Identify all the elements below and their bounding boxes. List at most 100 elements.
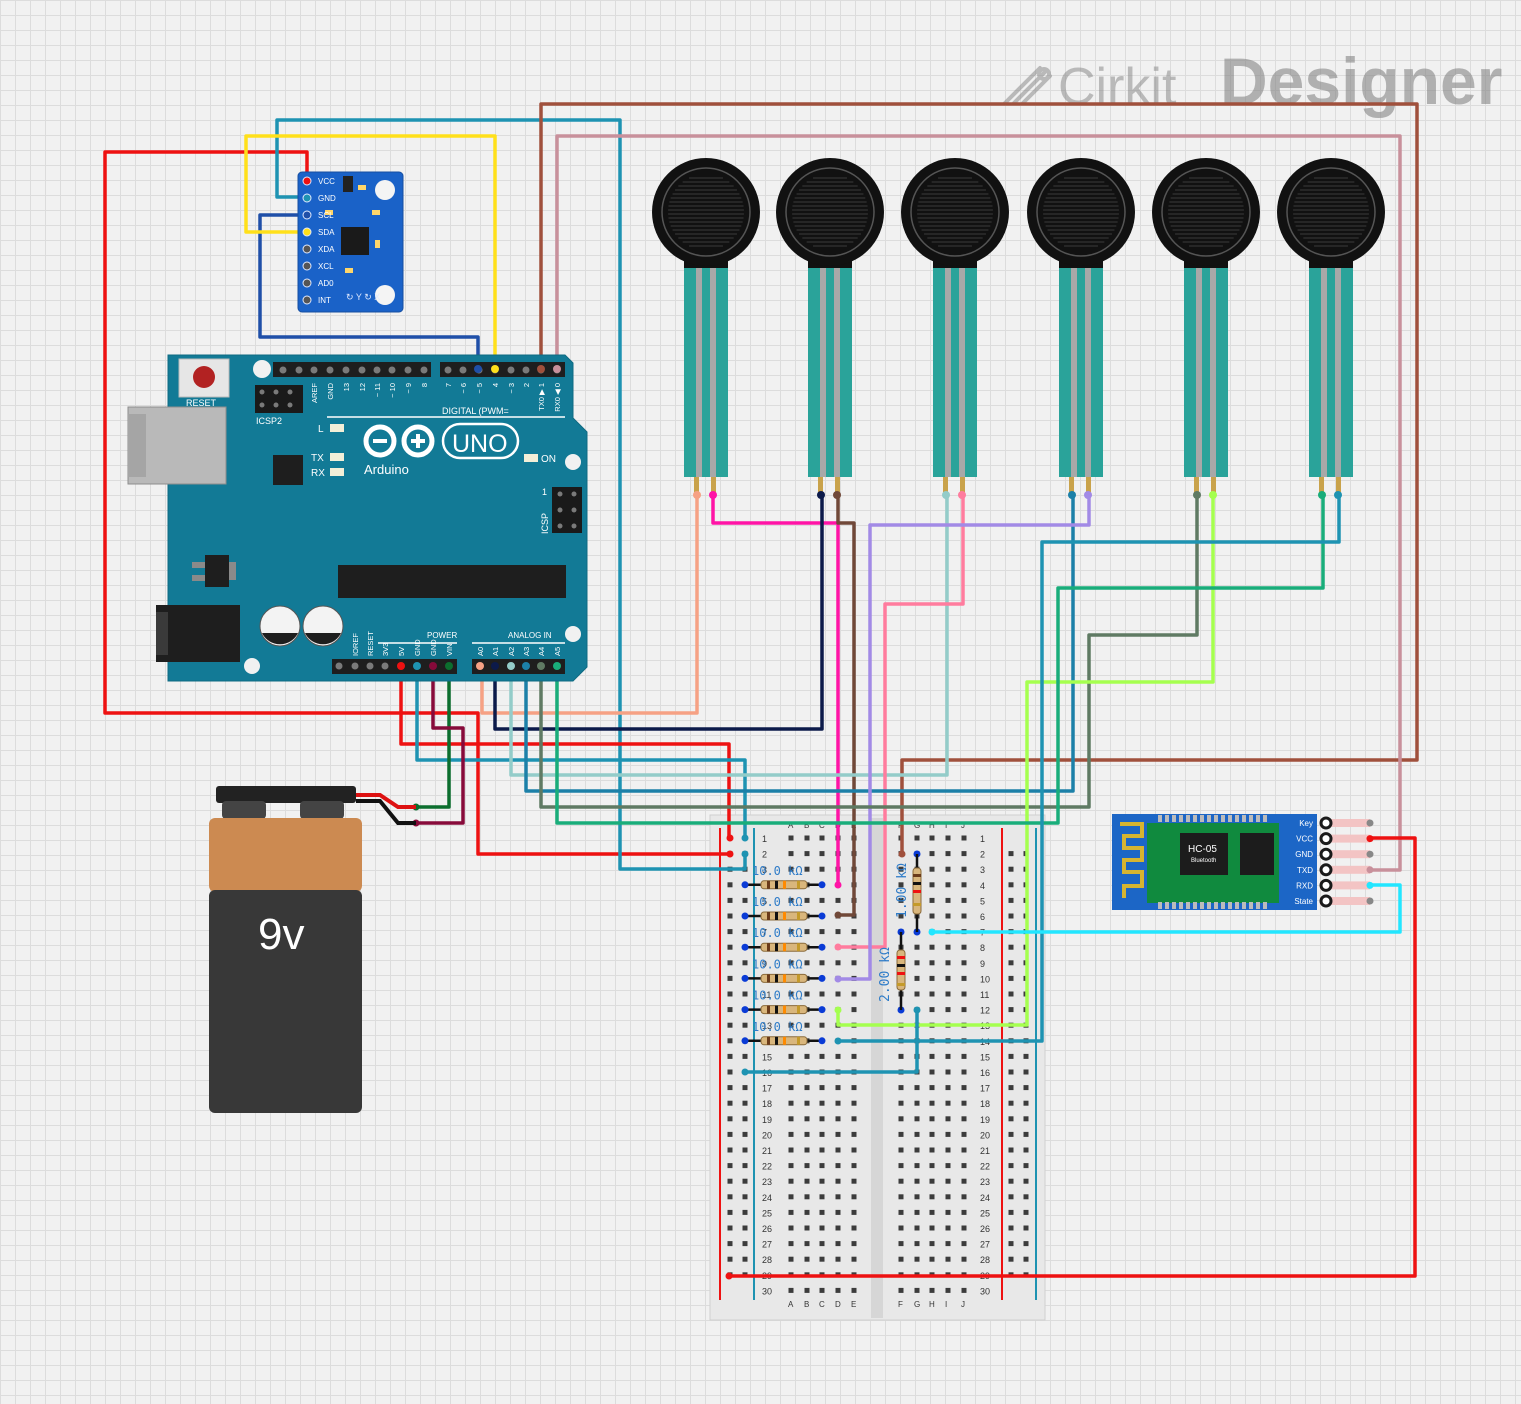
wire-fsr2-a[interactable]: [493, 493, 824, 731]
breadboard-hole[interactable]: [788, 1085, 794, 1091]
breadboard-hole[interactable]: [804, 1194, 810, 1200]
breadboard-hole[interactable]: [788, 1022, 794, 1028]
breadboard-hole[interactable]: [914, 1209, 920, 1215]
wire-hc05-rxd[interactable]: [930, 883, 1402, 934]
breadboard-hole[interactable]: [914, 1163, 920, 1169]
breadboard-hole[interactable]: [914, 1116, 920, 1122]
force-sensor[interactable]: [1277, 158, 1385, 499]
breadboard-hole[interactable]: [804, 851, 810, 857]
breadboard-hole[interactable]: [929, 913, 935, 919]
breadboard-hole[interactable]: [898, 1131, 904, 1137]
breadboard-hole[interactable]: [819, 1287, 825, 1293]
breadboard-hole[interactable]: [788, 929, 794, 935]
breadboard-hole[interactable]: [945, 1163, 951, 1169]
rail-hole[interactable]: [742, 960, 748, 966]
rail-hole[interactable]: [1008, 944, 1014, 950]
breadboard-hole[interactable]: [961, 1100, 967, 1106]
rail-hole[interactable]: [727, 1256, 733, 1262]
mpu-pin[interactable]: [302, 210, 312, 220]
breadboard-hole[interactable]: [851, 1007, 857, 1013]
breadboard-hole[interactable]: [929, 991, 935, 997]
mpu-pin[interactable]: [302, 261, 312, 271]
rail-hole[interactable]: [742, 1131, 748, 1137]
breadboard-hole[interactable]: [804, 1116, 810, 1122]
rail-hole[interactable]: [1008, 897, 1014, 903]
breadboard-hole[interactable]: [835, 1241, 841, 1247]
rail-hole[interactable]: [1008, 1147, 1014, 1153]
breadboard-hole[interactable]: [835, 1053, 841, 1059]
hc05-pin[interactable]: [1366, 850, 1374, 858]
rail-hole[interactable]: [1023, 1241, 1029, 1247]
breadboard-hole[interactable]: [898, 1147, 904, 1153]
breadboard-hole[interactable]: [788, 1287, 794, 1293]
header-pin[interactable]: [507, 366, 515, 374]
rail-hole[interactable]: [1008, 1163, 1014, 1169]
rail-hole[interactable]: [1008, 882, 1014, 888]
breadboard-hole[interactable]: [819, 1022, 825, 1028]
breadboard-hole[interactable]: [835, 960, 841, 966]
breadboard-hole[interactable]: [788, 991, 794, 997]
header-pin[interactable]: [404, 366, 412, 374]
header-pin[interactable]: [358, 366, 366, 374]
breadboard-hole[interactable]: [929, 1085, 935, 1091]
rail-hole[interactable]: [1008, 1053, 1014, 1059]
analog-pin[interactable]: [522, 662, 530, 670]
breadboard-hole[interactable]: [788, 1147, 794, 1153]
breadboard-hole[interactable]: [961, 913, 967, 919]
rail-hole[interactable]: [1008, 991, 1014, 997]
breadboard-hole[interactable]: [804, 929, 810, 935]
rail-hole[interactable]: [727, 1178, 733, 1184]
wire-mpu-gnd[interactable]: [275, 118, 747, 871]
breadboard-hole[interactable]: [835, 1163, 841, 1169]
breadboard-hole[interactable]: [804, 1085, 810, 1091]
breadboard-hole[interactable]: [914, 1287, 920, 1293]
header-pin[interactable]: [342, 366, 350, 374]
rail-hole[interactable]: [1023, 1100, 1029, 1106]
rail-hole[interactable]: [727, 1069, 733, 1075]
breadboard-hole[interactable]: [819, 835, 825, 841]
rail-hole[interactable]: [1008, 851, 1014, 857]
battery-9v[interactable]: 9v: [209, 786, 416, 1113]
rail-hole[interactable]: [742, 1053, 748, 1059]
rail-hole[interactable]: [742, 1194, 748, 1200]
breadboard-hole[interactable]: [898, 882, 904, 888]
breadboard-hole[interactable]: [961, 1163, 967, 1169]
breadboard-hole[interactable]: [898, 1178, 904, 1184]
rail-hole[interactable]: [727, 1100, 733, 1106]
rail-hole[interactable]: [727, 1209, 733, 1215]
wire-fsr4-a[interactable]: [524, 493, 1075, 793]
breadboard-hole[interactable]: [898, 1100, 904, 1106]
breadboard-hole[interactable]: [929, 1053, 935, 1059]
rail-hole[interactable]: [727, 991, 733, 997]
breadboard-hole[interactable]: [945, 913, 951, 919]
breadboard-hole[interactable]: [961, 1147, 967, 1153]
breadboard-hole[interactable]: [914, 975, 920, 981]
breadboard-hole[interactable]: [961, 835, 967, 841]
rail-hole[interactable]: [727, 1241, 733, 1247]
breadboard-hole[interactable]: [961, 960, 967, 966]
breadboard-hole[interactable]: [961, 1194, 967, 1200]
hc05-pin[interactable]: [1366, 866, 1374, 874]
breadboard-hole[interactable]: [851, 1178, 857, 1184]
rail-hole[interactable]: [1008, 1085, 1014, 1091]
breadboard-hole[interactable]: [961, 1053, 967, 1059]
rail-hole[interactable]: [742, 1085, 748, 1091]
breadboard-hole[interactable]: [929, 944, 935, 950]
breadboard-hole[interactable]: [835, 1100, 841, 1106]
rail-hole[interactable]: [742, 1209, 748, 1215]
breadboard-hole[interactable]: [851, 1194, 857, 1200]
breadboard-hole[interactable]: [929, 851, 935, 857]
breadboard-hole[interactable]: [819, 1131, 825, 1137]
breadboard-hole[interactable]: [819, 866, 825, 872]
breadboard-hole[interactable]: [851, 1225, 857, 1231]
hc05-pin[interactable]: [1366, 897, 1374, 905]
breadboard-hole[interactable]: [819, 1147, 825, 1153]
rail-hole[interactable]: [1008, 1256, 1014, 1262]
mpu-pin[interactable]: [302, 227, 312, 237]
breadboard-hole[interactable]: [851, 1131, 857, 1137]
wire-mpu-sda[interactable]: [244, 134, 497, 370]
breadboard-hole[interactable]: [835, 1209, 841, 1215]
wire-divider-gnd[interactable]: [743, 1008, 919, 1074]
breadboard-hole[interactable]: [788, 960, 794, 966]
rail-hole[interactable]: [742, 991, 748, 997]
